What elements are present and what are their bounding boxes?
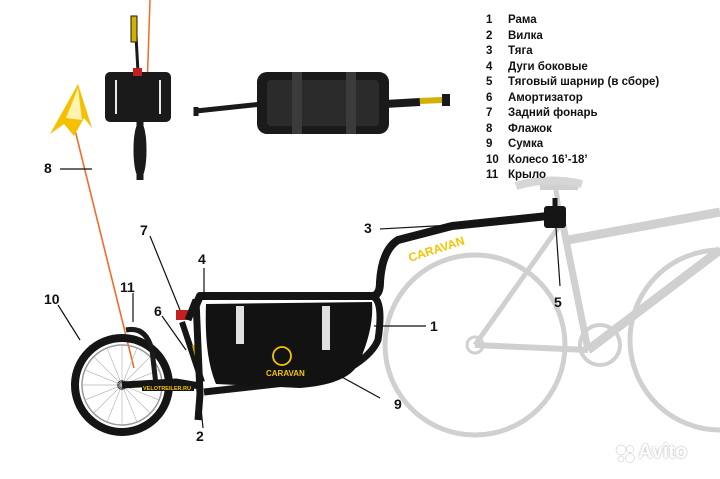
callout-10: 10 [44,291,60,307]
legend-label: Амортизатор [508,91,583,104]
legend-item: 8 Флажок [486,122,716,138]
parts-legend: 1 Рама 2 Вилка 3 Тяга 4 Дуги боковые 5 Тяговы… [486,13,716,184]
legend-item: 10 Колесо 16’-18’ [486,153,716,169]
top-view-trailer [193,72,450,134]
legend-item: 1 Рама [486,13,716,29]
legend-item: 4 Дуги боковые [486,60,716,76]
legend-number: 7 [486,107,493,119]
callout-6: 6 [154,303,162,319]
legend-number: 9 [486,138,493,150]
callout-2: 2 [196,428,204,444]
avito-watermark: Avito [614,441,714,467]
legend-item: 5 Тяговый шарнир (в сборе) [486,75,716,91]
legend-number: 5 [486,76,493,88]
legend-label: Сумка [508,138,544,150]
callout-5: 5 [554,294,562,310]
legend-label: Колесо 16’-18’ [508,153,588,166]
legend-number: 11 [486,169,499,181]
legend-number: 4 [486,60,493,73]
legend-number: 8 [486,122,493,135]
legend-number: 6 [486,91,493,104]
legend-label: Тяга [508,45,533,57]
avito-logo-icon [615,444,635,463]
bicycle [382,176,720,438]
legend-number: 2 [486,29,493,42]
callout-8: 8 [44,160,52,176]
bag-logo: CARAVAN [266,369,305,378]
watermark-text: Avito [638,441,688,463]
legend-label: Задний фонарь [508,107,598,119]
main-trailer [50,84,566,436]
callout-4: 4 [198,251,206,267]
legend-label: Тяговый шарнир (в сборе) [508,76,660,88]
rear-view-trailer [105,0,171,180]
legend-label: Дуги боковые [508,60,588,73]
callout-9: 9 [394,396,402,412]
legend-item: 11 Крыло [486,168,716,184]
legend-label: Крыло [508,169,547,181]
callout-3: 3 [364,220,372,236]
legend-item: 6 Амортизатор [486,91,716,107]
legend-item: 2 Вилка [486,29,716,45]
legend-item: 9 Сумка [486,137,716,153]
legend-label: Рама [508,14,537,26]
flag-pole [71,117,135,369]
legend-label: Флажок [508,122,552,135]
callout-1: 1 [430,318,438,334]
leader-lines [57,168,561,429]
legend-number: 10 [486,153,499,166]
fender [125,326,159,386]
fork-text: VELOTREILER.RU [143,386,191,392]
callout-7: 7 [140,222,148,238]
legend-number: 1 [486,14,493,26]
legend-item: 3 Тяга [486,44,716,60]
legend-number: 3 [486,45,493,57]
rear-light [176,310,188,320]
frame-tow-arm [192,212,549,307]
bag [205,302,373,388]
legend-label: Вилка [508,29,543,42]
legend-item: 7 Задний фонарь [486,106,716,122]
hitch [544,206,566,228]
callout-11: 11 [120,279,135,295]
